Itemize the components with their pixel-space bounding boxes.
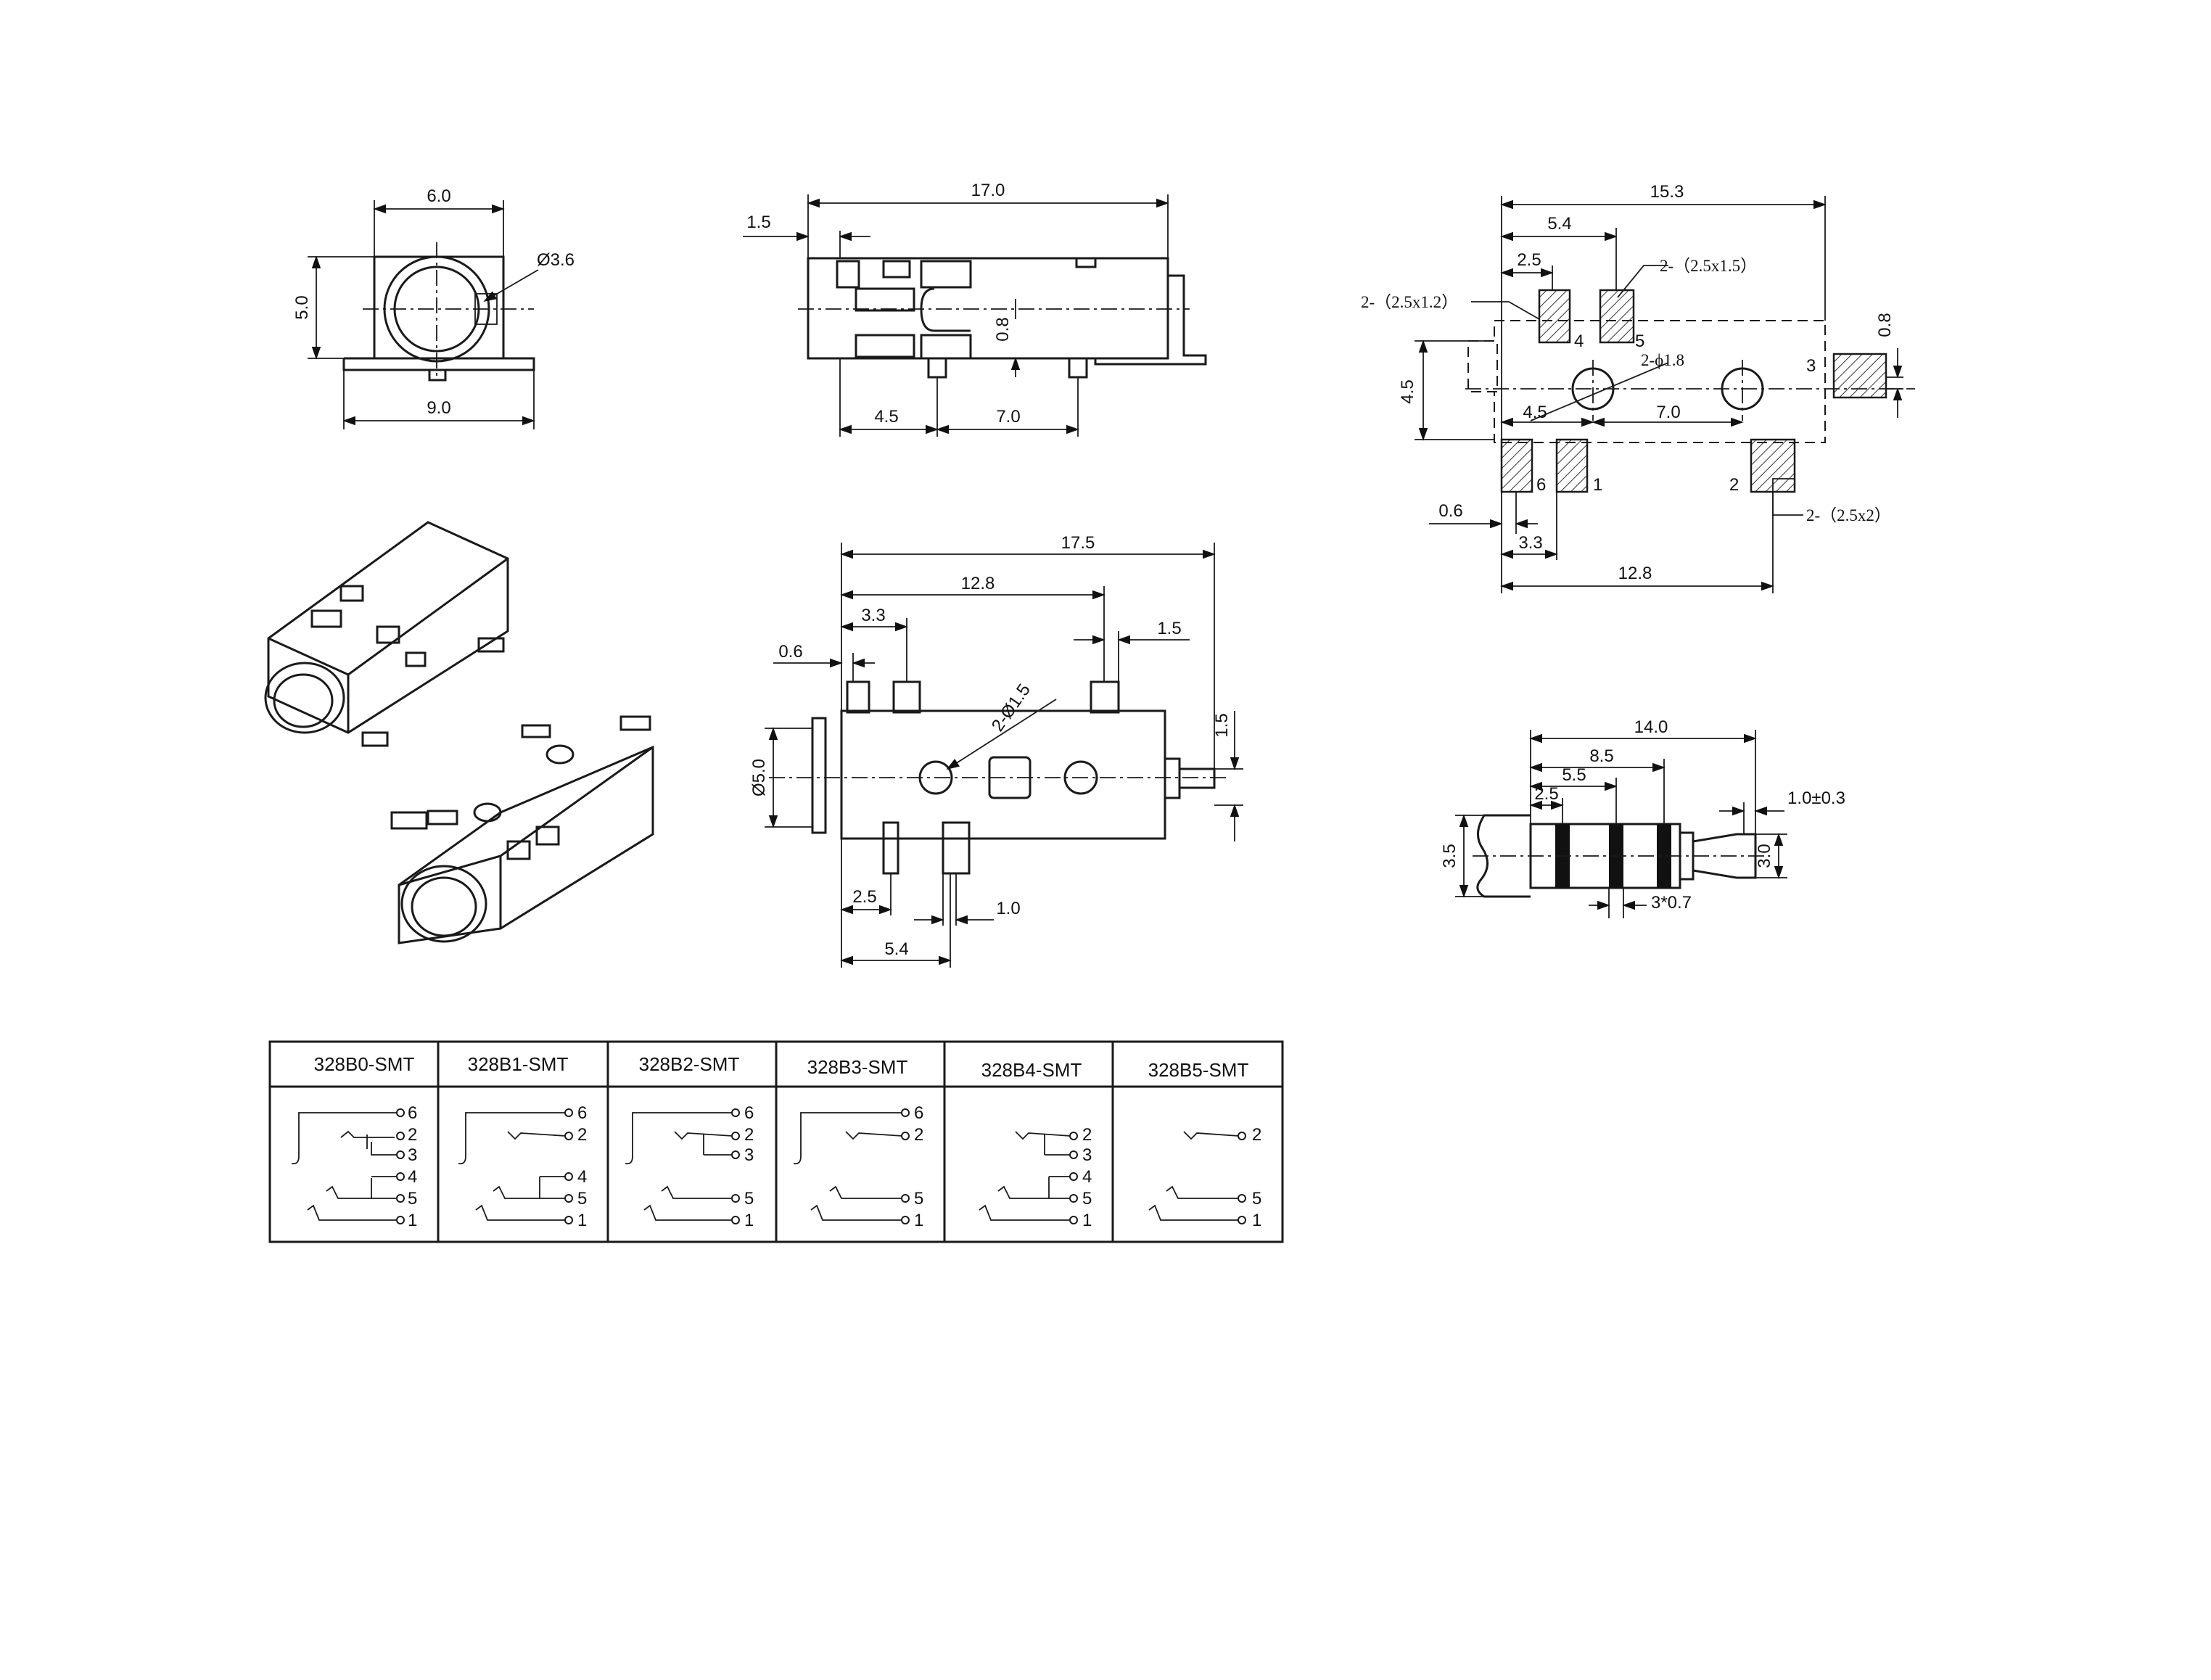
pad-label-5: 5 [1635, 332, 1644, 351]
pad-label-2: 2 [1729, 475, 1739, 495]
pin-328B5-2: 1 [1252, 1211, 1261, 1230]
pin-328B0-0: 6 [408, 1103, 417, 1123]
variant-header-4: 328B4-SMT [981, 1059, 1082, 1081]
schematic-328B1: 6 2 4 5 1 [458, 1103, 587, 1230]
dim-fp-pitch: 3.3 [1518, 533, 1542, 553]
dim-plug-ring2: 5.5 [1562, 765, 1586, 785]
pin-328B0-1: 2 [408, 1125, 417, 1145]
dim-bv-span: 12.8 [961, 574, 995, 593]
dim-fp-hole-b: 7.0 [1656, 403, 1680, 422]
pin-328B0-3: 4 [408, 1167, 417, 1187]
variant-header-5: 328B5-SMT [1148, 1059, 1249, 1081]
isometric-views [264, 521, 654, 944]
schematic-328B0: 6 2 3 4 5 1 [291, 1103, 417, 1230]
pin-328B1-2: 4 [577, 1167, 587, 1187]
variant-table: 328B0-SMT 328B1-SMT 328B2-SMT 328B3-SMT … [268, 1040, 1284, 1243]
dim-bv-pin-b: 1.0 [996, 899, 1020, 918]
dim-fp-overall: 15.3 [1650, 182, 1684, 202]
dim-fp-bottom-span: 12.8 [1618, 564, 1652, 583]
dim-bv-body-dia: Ø5.0 [749, 759, 769, 796]
pad-label-3: 3 [1806, 356, 1816, 376]
dim-front-hole-dia: Ø3.6 [537, 250, 575, 270]
dim-bv-pin-c: 5.4 [884, 939, 908, 959]
bottom-view: 17.5 12.8 3.3 0.6 1.5 2-Ø1.5 Ø5.0 1.5 [749, 533, 1243, 968]
pin-328B1-0: 6 [577, 1103, 587, 1123]
schematic-328B5: 2 5 1 [1148, 1125, 1261, 1230]
dim-fp-hole-a: 4.5 [1523, 403, 1547, 422]
variant-header-2: 328B2-SMT [639, 1053, 740, 1075]
note-pad-small: 2-（2.5x1.2） [1361, 293, 1458, 311]
dim-side-left-offset: 1.5 [746, 213, 770, 232]
dim-plug-dia: 3.5 [1440, 844, 1459, 868]
dim-bv-pin-h: 1.5 [1212, 713, 1232, 737]
dim-fp-height: 4.5 [1398, 379, 1417, 403]
dim-side-pin-height: 0.8 [993, 317, 1013, 341]
pin-328B2-2: 3 [744, 1145, 754, 1165]
dim-plug-length: 14.0 [1634, 717, 1668, 737]
pin-328B4-1: 3 [1082, 1145, 1092, 1165]
dim-plug-ring1: 2.5 [1534, 784, 1558, 804]
pad-label-6: 6 [1536, 475, 1546, 495]
pin-328B3-3: 1 [914, 1211, 923, 1230]
pin-328B2-4: 1 [744, 1211, 754, 1230]
dim-fp-pad-span: 5.4 [1547, 214, 1571, 234]
pin-328B0-4: 5 [408, 1189, 417, 1208]
dim-fp-pad-offset: 0.8 [1875, 313, 1895, 337]
pin-328B2-3: 5 [744, 1189, 754, 1208]
note-holes: 2-ϕ1.8 [1641, 351, 1684, 369]
pin-328B2-0: 6 [744, 1103, 754, 1123]
variant-header-3: 328B3-SMT [807, 1056, 908, 1078]
note-pad-med: 2-（2.5x1.5） [1660, 257, 1757, 275]
dim-side-pin-b: 7.0 [996, 407, 1020, 427]
pin-328B5-0: 2 [1252, 1125, 1261, 1145]
dim-side-overall: 17.0 [971, 181, 1005, 200]
front-view: 6.0 Ø3.6 5.0 9.0 [292, 186, 575, 429]
dim-bv-slot: 3.3 [861, 606, 885, 625]
pin-328B3-0: 6 [914, 1103, 923, 1123]
pin-328B3-2: 5 [914, 1189, 923, 1208]
pin-328B0-5: 1 [408, 1211, 417, 1230]
pin-328B1-1: 2 [577, 1125, 587, 1145]
variant-header-1: 328B1-SMT [468, 1053, 569, 1075]
dim-front-width-top: 6.0 [427, 186, 450, 206]
schematic-328B2: 6 2 3 5 1 [625, 1103, 754, 1230]
pcb-footprint: 4 5 3 6 1 2 15.3 5.4 2.5 2-（2.5x1.2） 2-（… [1361, 182, 1915, 593]
pin-328B5-1: 5 [1252, 1189, 1261, 1208]
note-pad-large: 2-（2.5x2） [1806, 506, 1891, 524]
dim-plug-tip-dia: 3.0 [1755, 844, 1774, 868]
pin-328B1-4: 1 [577, 1211, 587, 1230]
schematic-328B4: 2 3 4 5 1 [979, 1125, 1092, 1230]
pin-328B2-1: 2 [744, 1125, 754, 1145]
dim-bv-holes: 2-Ø1.5 [988, 680, 1034, 736]
side-view: 17.0 1.5 0.8 4.5 7.0 [743, 181, 1207, 437]
dim-side-pin-a: 4.5 [874, 407, 898, 427]
dim-bv-edge: 0.6 [778, 642, 802, 662]
dim-bv-overall: 17.5 [1061, 533, 1095, 553]
dim-bv-pin-offset: 1.5 [1157, 619, 1181, 638]
pin-328B3-1: 2 [914, 1125, 923, 1145]
dim-plug-tip: 1.0±0.3 [1787, 788, 1845, 808]
dim-front-width-bottom: 9.0 [427, 398, 450, 418]
pin-328B4-3: 5 [1082, 1189, 1092, 1208]
pin-328B4-2: 4 [1082, 1167, 1092, 1187]
dim-plug-bands: 3*0.7 [1651, 893, 1692, 913]
pin-328B4-4: 1 [1082, 1211, 1092, 1230]
pin-328B1-3: 5 [577, 1189, 587, 1208]
dim-plug-ring3: 8.5 [1589, 746, 1613, 766]
schematic-328B3: 6 2 5 1 [793, 1103, 923, 1230]
dim-fp-edge: 0.6 [1438, 501, 1462, 521]
dim-front-height: 5.0 [292, 295, 312, 319]
variant-header-0: 328B0-SMT [314, 1053, 415, 1075]
dim-fp-pad-w: 2.5 [1517, 250, 1541, 270]
pad-label-1: 1 [1593, 475, 1602, 495]
pad-label-4: 4 [1574, 332, 1584, 351]
plug-drawing: 14.0 8.5 5.5 2.5 1.0±0.3 3.5 3.0 3*0.7 [1440, 717, 1845, 918]
pin-328B4-0: 2 [1082, 1125, 1092, 1145]
dim-bv-pin-a: 2.5 [852, 887, 876, 907]
pin-328B0-2: 3 [408, 1145, 417, 1165]
